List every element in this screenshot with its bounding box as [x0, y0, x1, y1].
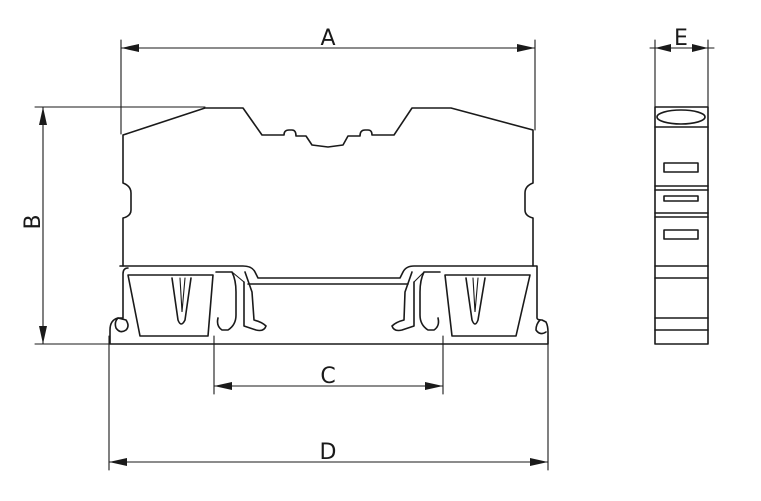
left-latch [215, 271, 267, 332]
dimension-c: C [213, 335, 444, 395]
arrow-head [530, 458, 548, 466]
arrow-head [655, 44, 671, 52]
left-spring [171, 277, 192, 325]
right-latch [391, 271, 441, 332]
arrow-head [39, 107, 47, 125]
side-view [654, 106, 709, 345]
arrow-head [39, 326, 47, 344]
dimension-label-b: B [21, 214, 46, 229]
dimension-e: E [649, 26, 715, 108]
right-clip-pocket [444, 274, 531, 337]
wire-entry-top [663, 162, 699, 173]
dimension-label-a: A [320, 26, 335, 51]
wire-entry-bottom [663, 229, 699, 240]
dimension-a: A [120, 26, 536, 135]
arrow-head [214, 382, 232, 390]
dimension-label-e: E [674, 26, 688, 51]
dimension-label-d: D [320, 440, 337, 465]
left-clip-pocket [127, 274, 214, 337]
dimension-label-c: C [320, 364, 335, 389]
dimension-d: D [108, 335, 549, 471]
arrow-head [425, 382, 443, 390]
arrow-head [517, 44, 535, 52]
arrow-head [692, 44, 708, 52]
screw-head [656, 109, 706, 125]
arrow-head [109, 458, 127, 466]
side-outline [654, 106, 709, 345]
arrow-head [121, 44, 139, 52]
dimension-b: B [21, 106, 206, 345]
housing-outline [122, 107, 534, 267]
right-spring [465, 277, 486, 325]
front-view [109, 107, 549, 345]
